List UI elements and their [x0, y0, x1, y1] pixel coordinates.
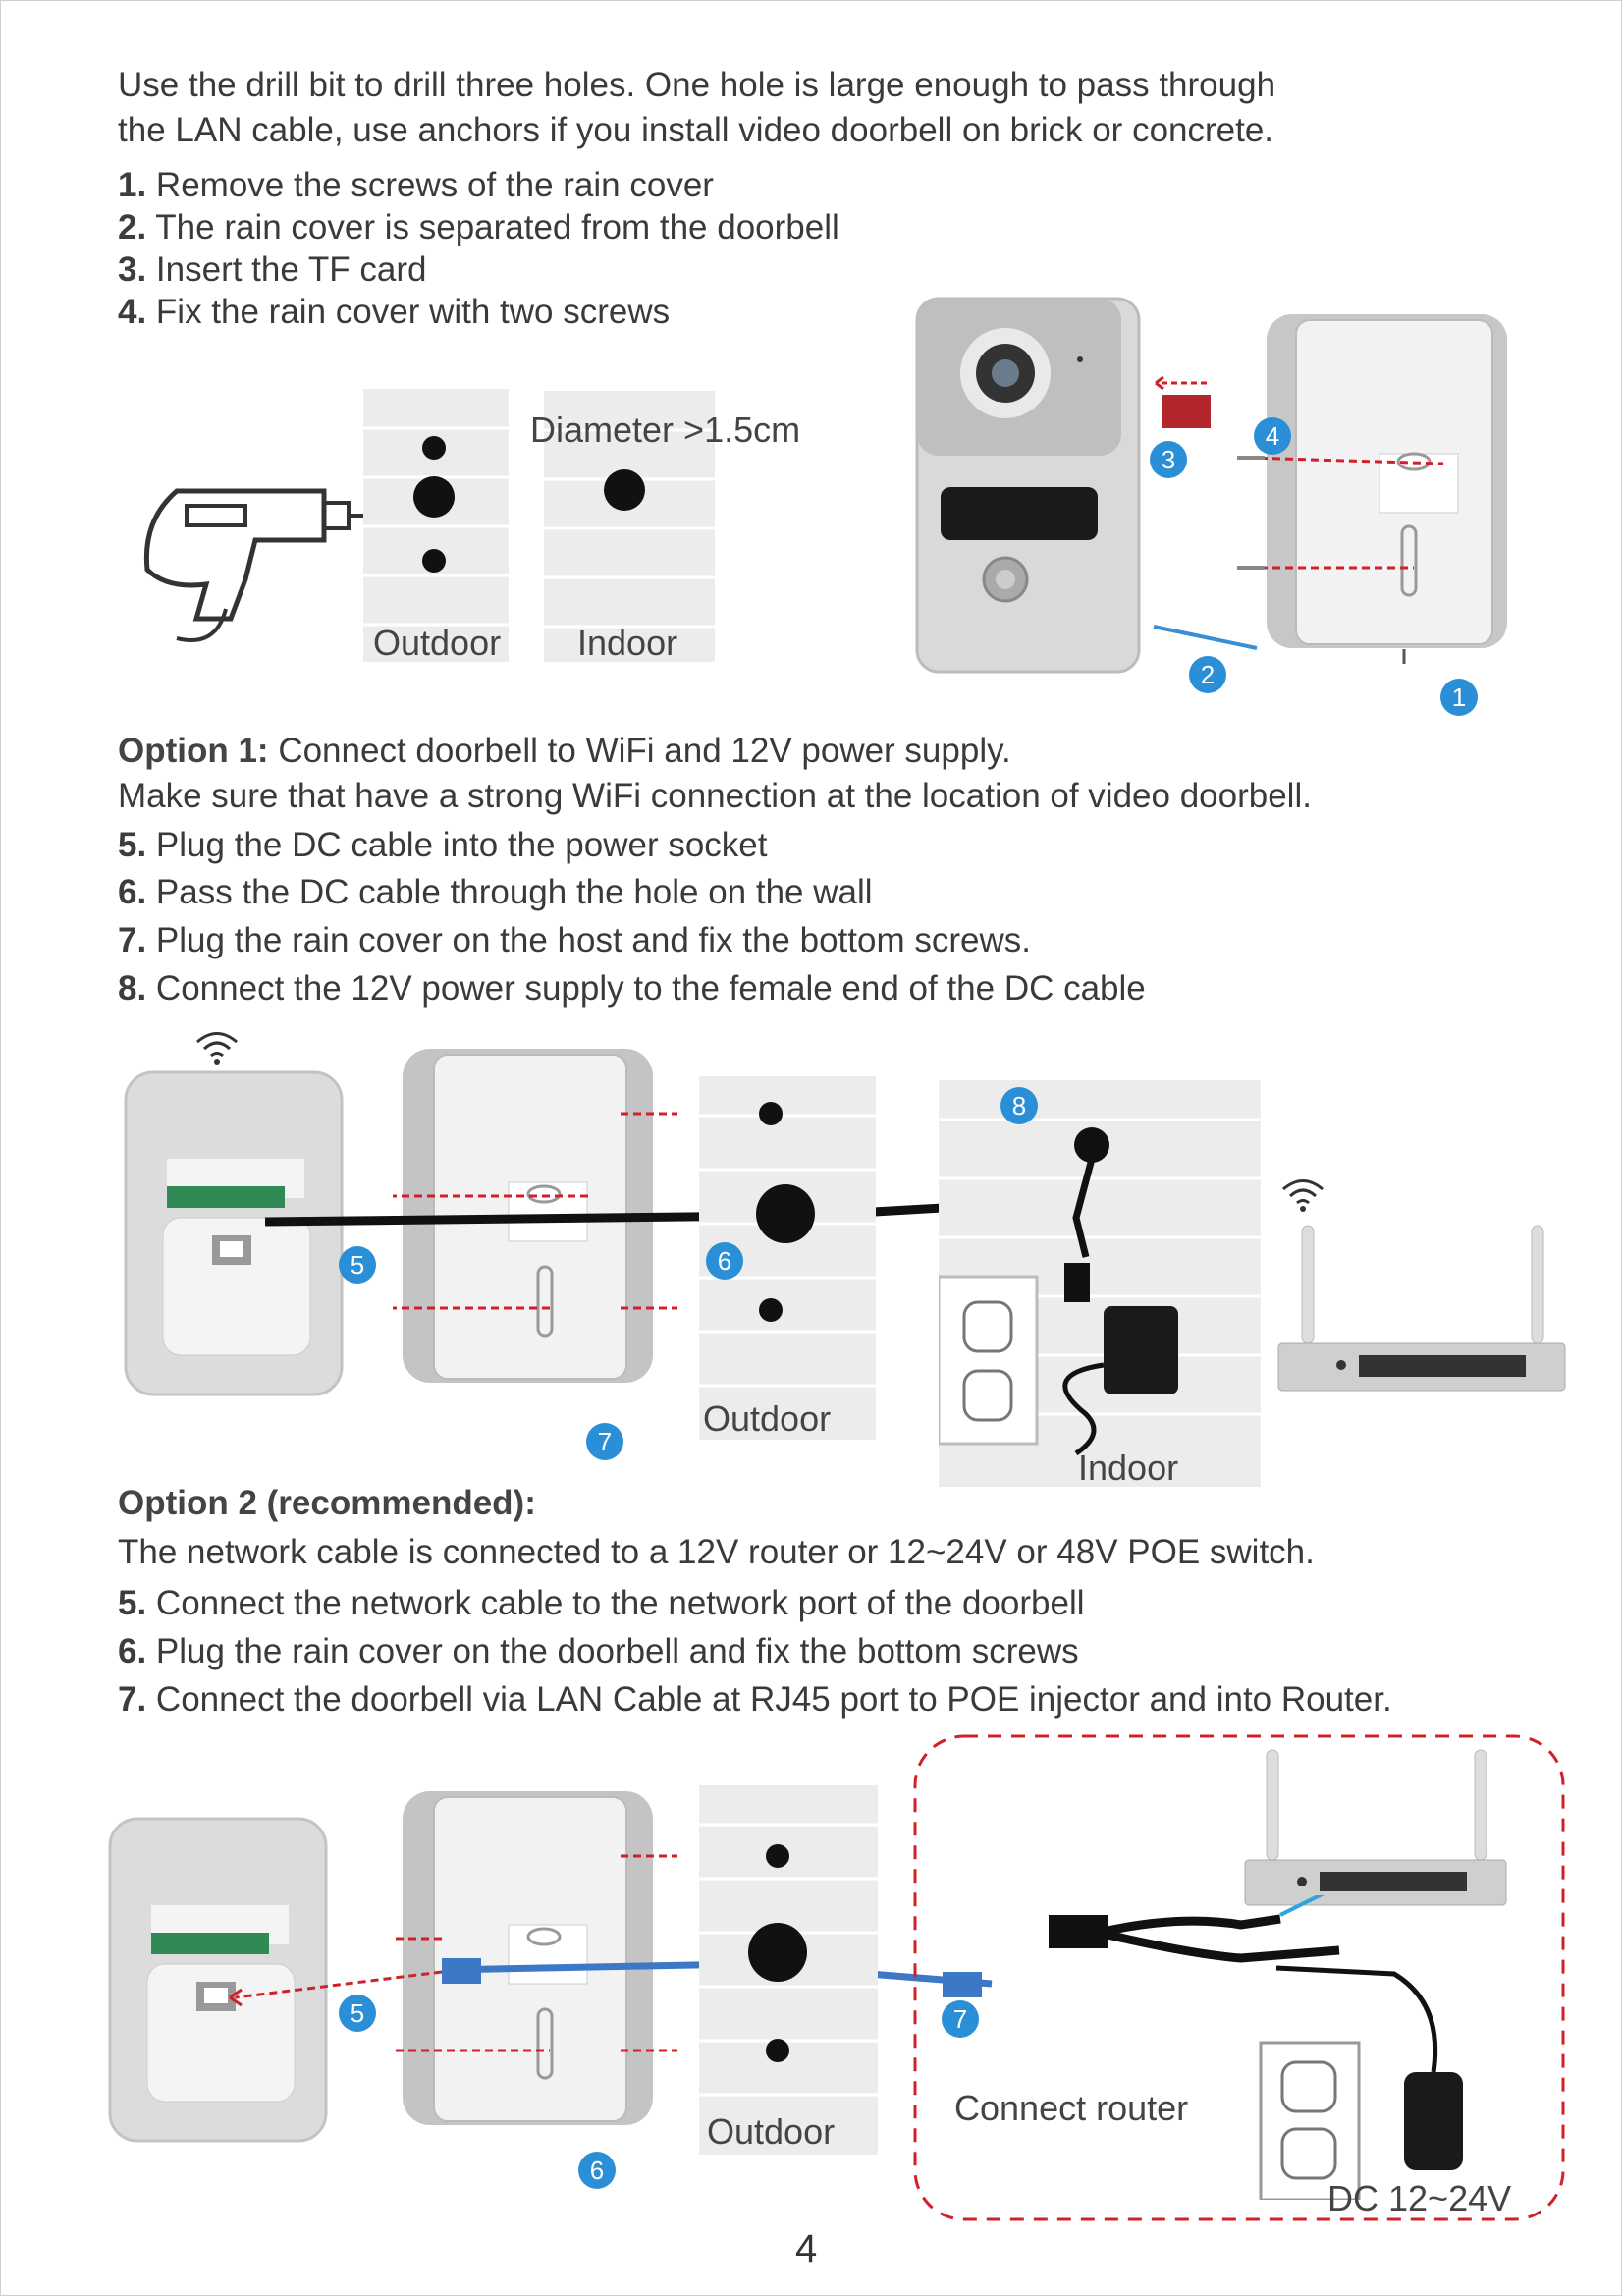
marker-8: 8	[1000, 1087, 1038, 1124]
svg-text:1: 1	[1452, 683, 1466, 712]
option2-heading: Option 2 (recommended):	[118, 1484, 536, 1522]
option1-step-6: 6. Pass the DC cable through the hole on…	[118, 873, 873, 911]
poe-injector	[1049, 1895, 1340, 1963]
step-1: 1. Remove the screws of the rain cover	[118, 166, 714, 204]
svg-text:7: 7	[598, 1427, 612, 1456]
router-1	[1277, 1225, 1566, 1392]
tf-card-icon	[1155, 375, 1211, 428]
step-4: 4. Fix the rain cover with two screws	[118, 293, 671, 331]
drill-illustration	[143, 488, 373, 642]
marker-4: 4	[1254, 417, 1291, 455]
marker-1: 1	[1440, 679, 1478, 716]
diameter-label: Diameter >1.5cm	[530, 410, 801, 450]
indoor-wall-panel	[544, 391, 715, 662]
marker-5b: 5	[339, 1995, 376, 2032]
svg-text:7: 7	[953, 2004, 967, 2034]
option2-step-5: 5. Connect the network cable to the netw…	[118, 1584, 1085, 1622]
step-2: 2. The rain cover is separated from the …	[118, 208, 839, 246]
rain-cover-removal-arrow	[1153, 625, 1258, 650]
svg-text:5: 5	[351, 1250, 364, 1280]
marker-3: 3	[1150, 441, 1187, 478]
marker-5: 5	[339, 1246, 376, 1284]
outlet-adapter	[1259, 1965, 1463, 2200]
intro-line-1: Use the drill bit to drill three holes. …	[118, 66, 1276, 104]
outdoor-label-1: Outdoor	[373, 623, 502, 663]
svg-text:4: 4	[1266, 421, 1279, 451]
marker-6b: 6	[578, 2152, 616, 2189]
marker-2: 2	[1189, 656, 1226, 693]
doorbell-back-2	[108, 1817, 328, 2143]
outdoor-label-3: Outdoor	[707, 2111, 836, 2152]
doorbell-front	[915, 297, 1141, 674]
indoor-wall-panel-2	[939, 1080, 1261, 1487]
rain-cover	[1237, 314, 1507, 664]
outdoor-wall-panel-3	[699, 1785, 878, 2155]
svg-text:2: 2	[1201, 660, 1215, 689]
connect-router-label: Connect router	[954, 2088, 1189, 2128]
router-2	[1244, 1749, 1507, 1906]
option1-step-8: 8. Connect the 12V power supply to the f…	[118, 969, 1146, 1008]
option1-step-5: 5. Plug the DC cable into the power sock…	[118, 826, 768, 864]
intro-line-2: the LAN cable, use anchors if you instal…	[118, 111, 1274, 149]
option1-step-7: 7. Plug the rain cover on the host and f…	[118, 921, 1031, 959]
svg-text:8: 8	[1012, 1091, 1026, 1121]
dc-voltage-label: DC 12~24V	[1327, 2178, 1512, 2218]
dc-cable	[265, 1203, 1042, 1227]
marker-6: 6	[706, 1242, 743, 1280]
svg-text:6: 6	[718, 1246, 731, 1276]
marker-7b: 7	[942, 2000, 979, 2038]
doorbell-back-1	[124, 1070, 344, 1396]
option1-heading: Option 1: Connect doorbell to WiFi and 1…	[118, 732, 1011, 770]
rain-cover-3	[393, 1791, 677, 2125]
indoor-label-1: Indoor	[577, 623, 678, 663]
svg-text:6: 6	[590, 2156, 604, 2185]
page-number: 4	[795, 2227, 818, 2270]
marker-7: 7	[586, 1423, 623, 1460]
indoor-label-2: Indoor	[1078, 1448, 1179, 1488]
svg-text:5: 5	[351, 1998, 364, 2028]
outdoor-label-2: Outdoor	[703, 1398, 832, 1439]
option2-note: The network cable is connected to a 12V …	[118, 1533, 1315, 1571]
svg-text:3: 3	[1162, 445, 1175, 474]
option1-note: Make sure that have a strong WiFi connec…	[118, 777, 1312, 815]
step-3: 3. Insert the TF card	[118, 250, 427, 289]
outdoor-wall-panel	[363, 389, 509, 662]
option2-step-6: 6. Plug the rain cover on the doorbell a…	[118, 1632, 1079, 1670]
wifi-icon-router	[1282, 1179, 1324, 1212]
wifi-icon	[196, 1032, 238, 1065]
option2-step-7: 7. Connect the doorbell via LAN Cable at…	[118, 1680, 1392, 1719]
